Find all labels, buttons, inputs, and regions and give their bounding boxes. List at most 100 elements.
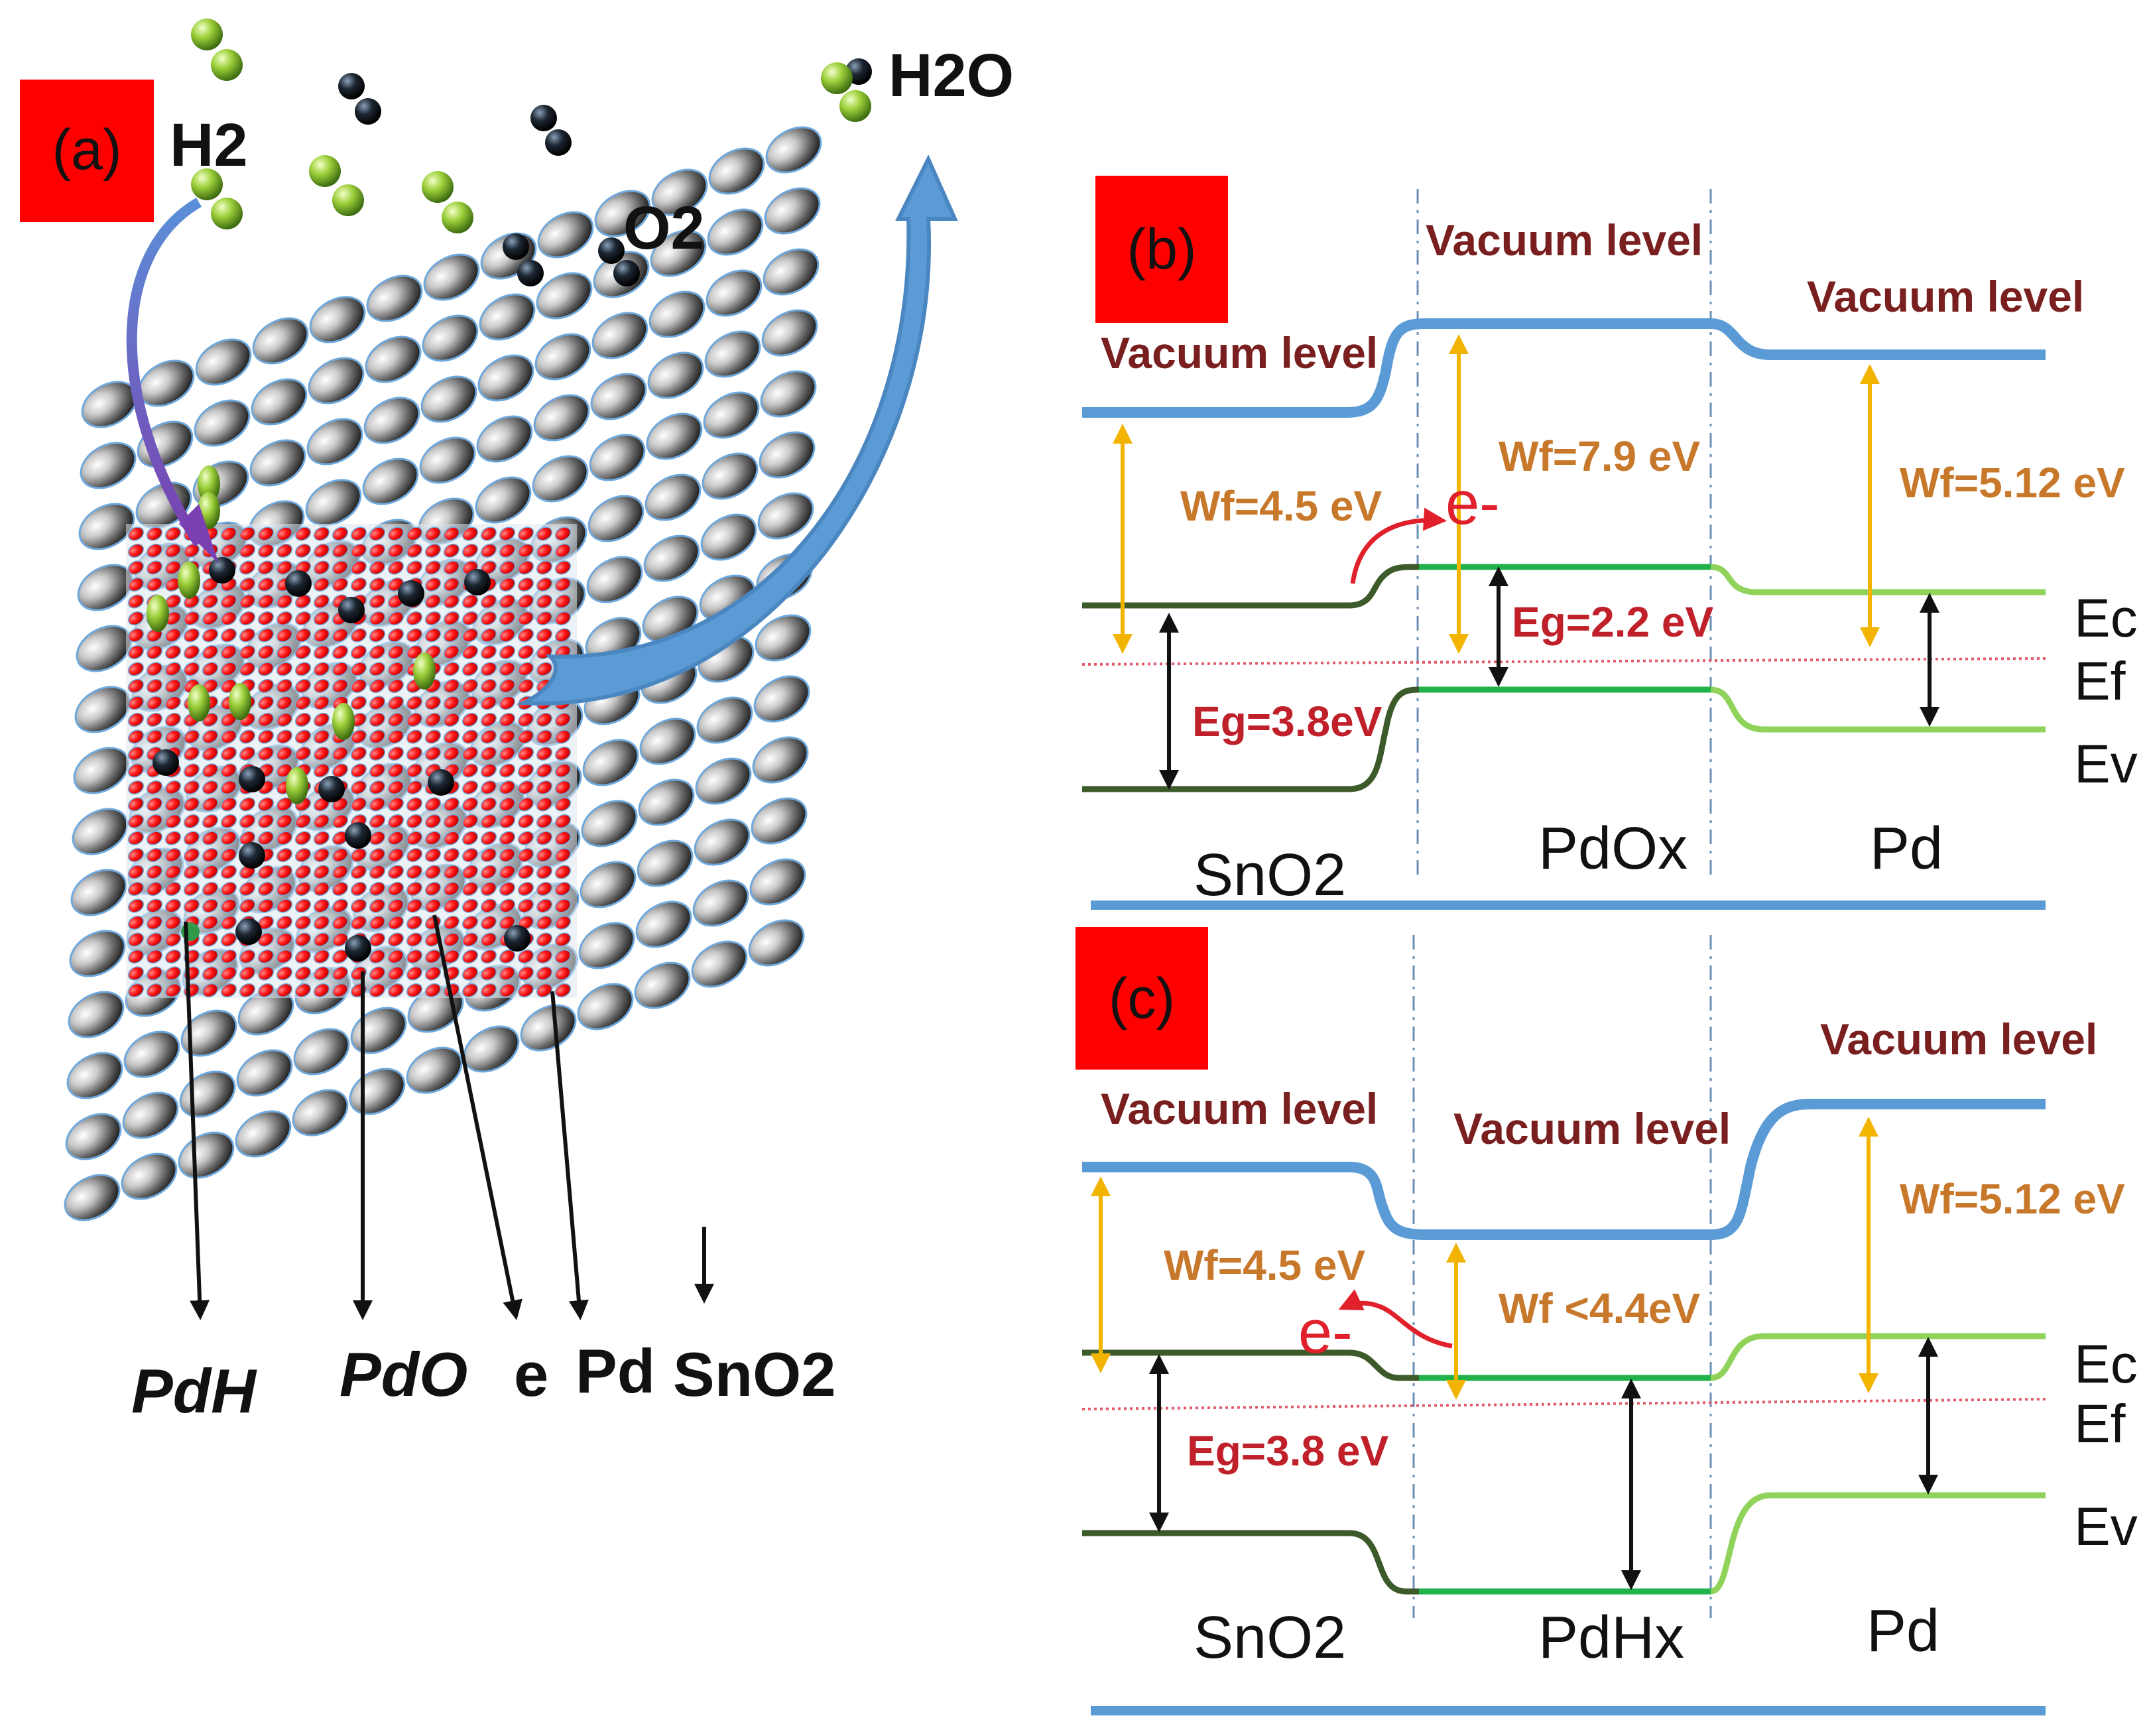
pdo-unit: [276, 628, 293, 643]
pdo-unit: [517, 611, 534, 626]
pdo-unit: [276, 847, 293, 863]
hydrogen-adatom: [188, 684, 210, 721]
fermi-level-line: [1081, 1398, 2046, 1410]
pdo-unit: [517, 847, 534, 863]
pdo-unit: [499, 594, 516, 609]
pdo-unit: [127, 729, 145, 744]
sno2-grain: [692, 879, 749, 927]
sno2-grain: [350, 1007, 407, 1054]
pdo-unit: [480, 847, 497, 863]
pdo-unit: [350, 543, 367, 558]
pdo-unit: [239, 949, 256, 964]
conduction-band-pd: [1710, 564, 2046, 595]
pdo-unit: [127, 543, 145, 558]
pdo-unit: [443, 678, 460, 694]
pdo-unit: [461, 662, 479, 676]
pdo-unit: [443, 746, 460, 761]
pdo-unit: [443, 831, 460, 845]
pdo-unit: [517, 780, 534, 795]
sno2-grain: [68, 991, 125, 1038]
pdo-unit: [257, 881, 275, 897]
pdo-unit: [369, 763, 386, 778]
pdo-unit: [294, 847, 312, 863]
pdo-unit: [220, 881, 237, 897]
pdo-unit: [499, 560, 516, 575]
pdo-unit: [536, 865, 553, 879]
pdo-unit: [239, 611, 256, 626]
pdo-unit: [276, 746, 293, 761]
pdo-unit: [164, 628, 182, 643]
pdo-unit: [387, 543, 404, 558]
sno2-grain: [751, 797, 808, 845]
pdo-unit: [183, 645, 200, 660]
pdo-unit: [220, 831, 237, 845]
h2-molecule: [309, 155, 364, 216]
pdo-unit: [536, 763, 553, 778]
valence-band-sno2: [1082, 1530, 1419, 1595]
pdo-unit: [350, 899, 367, 913]
pdo-unit: [257, 831, 275, 845]
pdo-unit: [554, 577, 572, 592]
pdo-unit: [554, 611, 572, 626]
pdo-unit: [127, 966, 145, 981]
pdo-unit: [294, 932, 312, 947]
component-pointers: [184, 914, 714, 1320]
pdo-unit: [443, 594, 460, 609]
pdo-unit: [183, 628, 200, 643]
sno2-grain: [703, 391, 760, 439]
pdo-unit: [313, 847, 330, 863]
pdo-unit: [387, 560, 404, 575]
band-ev: Ev: [2074, 734, 2138, 794]
pdo-unit: [536, 899, 553, 913]
pdo-unit: [369, 780, 386, 795]
pdo-unit: [554, 628, 572, 643]
pdo-unit: [202, 594, 219, 609]
pdo-unit: [294, 527, 312, 541]
pdo-unit: [164, 831, 182, 845]
pdo-unit: [332, 746, 349, 761]
sno2-grain: [534, 333, 591, 381]
pdo-unit: [146, 543, 163, 558]
pdo-unit: [257, 729, 275, 744]
sno2-grain: [590, 373, 647, 420]
pdo-unit: [350, 628, 367, 643]
pdo-unit: [313, 831, 330, 845]
pdo-unit: [313, 915, 330, 930]
pdo-unit: [461, 966, 479, 981]
pdo-unit: [294, 645, 312, 660]
electron-transfer-arrow: [1338, 1289, 1453, 1349]
sno2-grain: [66, 1052, 123, 1099]
pdo-unit: [276, 662, 293, 676]
pdo-unit: [387, 966, 404, 981]
pdo-unit: [499, 831, 516, 845]
pdo-unit: [146, 678, 163, 694]
pdo-unit: [387, 797, 404, 812]
pdo-unit: [517, 865, 534, 879]
pdo-unit: [313, 729, 330, 744]
pdo-unit: [480, 611, 497, 626]
component-sno2: SnO2: [673, 1339, 836, 1409]
oxygen-adatom: [398, 580, 424, 607]
pdo-unit: [239, 881, 256, 897]
pdo-unit: [387, 729, 404, 744]
pdo-unit: [127, 780, 145, 795]
sno2-grain: [252, 317, 309, 365]
pdo-unit: [276, 899, 293, 913]
pdo-unit: [164, 543, 182, 558]
pdo-unit: [424, 983, 442, 998]
pdo-unit: [332, 966, 349, 981]
pdo-unit: [257, 560, 275, 575]
pdo-unit: [387, 746, 404, 761]
sno2-grain: [650, 229, 707, 277]
pdo-unit: [443, 543, 460, 558]
pdo-unit: [164, 966, 182, 981]
component-e: e: [514, 1339, 548, 1409]
pdo-unit: [164, 881, 182, 897]
pdo-unit: [276, 932, 293, 947]
pdo-unit: [554, 949, 572, 964]
wf-label-sno2: Wf=4.5 eV: [1164, 1241, 1365, 1289]
pdo-unit: [499, 780, 516, 795]
pdo-unit: [536, 712, 553, 727]
pdo-unit: [257, 696, 275, 710]
sno2-grain: [479, 293, 536, 341]
